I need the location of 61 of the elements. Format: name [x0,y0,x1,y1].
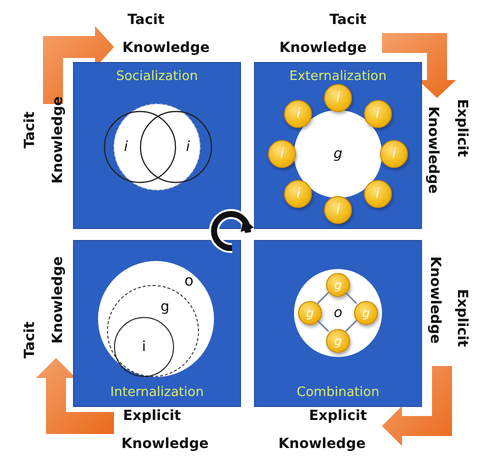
circle [298,301,322,325]
axis-label: Knowledge [426,106,440,194]
axis-label: Knowledge [278,437,366,451]
circle-letter: g [334,279,342,291]
axis-label: Knowledge [51,256,65,344]
circle [324,196,352,224]
circle [324,84,352,112]
quadrant-title: Socialization [115,69,199,84]
axis-label: Explicit [455,289,469,347]
circle-letter: i [118,139,134,155]
axis-label: Explicit [123,409,181,423]
connector-line [344,292,358,304]
circle-letter: i [142,340,146,354]
circle-letter: i [280,148,284,160]
circle-letter: g [334,147,342,161]
circle [114,317,174,377]
axis-label: Knowledge [121,437,209,451]
circle-letter: i [336,92,340,104]
circle-letter: i [376,187,380,200]
axis-label: Explicit [309,409,367,423]
circle-letter: i [296,187,300,200]
circle [364,100,392,128]
circle-letter: i [180,139,196,155]
axis-label: Tacit [23,112,37,148]
connector-line [344,320,358,332]
axis-label: Tacit [330,13,366,27]
axis-label: Explicit [455,99,469,157]
circle [284,100,312,128]
circle-letter: g [306,307,314,319]
quadrant-panel [73,240,241,407]
circle-letter: g [160,300,170,314]
quadrant-panel [73,62,241,229]
quadrant-title: Combination [296,385,380,400]
circle-letter: i [296,108,300,121]
quadrant-title: Internalization [109,385,205,400]
circle-letter: o [334,306,342,320]
circle [380,140,408,168]
axis-label: Knowledge [122,41,210,55]
circle-letter: g [362,307,370,319]
circle [107,285,199,377]
circle [354,301,378,325]
circle-letter: i [376,108,380,121]
axis-label: Tacit [128,13,164,27]
connector-line [316,320,330,332]
axis-label: Knowledge [51,96,65,184]
quadrant-panel [254,62,422,229]
circle-letter: i [336,204,340,216]
circle [268,140,296,168]
circle [364,180,392,208]
axis-label: Knowledge [428,256,442,344]
quadrant-title: Externalization [288,69,388,84]
connector-line [316,292,330,304]
circle [284,180,312,208]
quadrant-panel [254,240,422,407]
circle-letter: i [392,148,396,160]
circle [326,273,350,297]
circle [326,329,350,353]
axis-label: Tacit [23,322,37,358]
axis-label: Knowledge [279,41,367,55]
circle-letter: g [334,335,342,347]
circle-letter: o [184,274,194,288]
